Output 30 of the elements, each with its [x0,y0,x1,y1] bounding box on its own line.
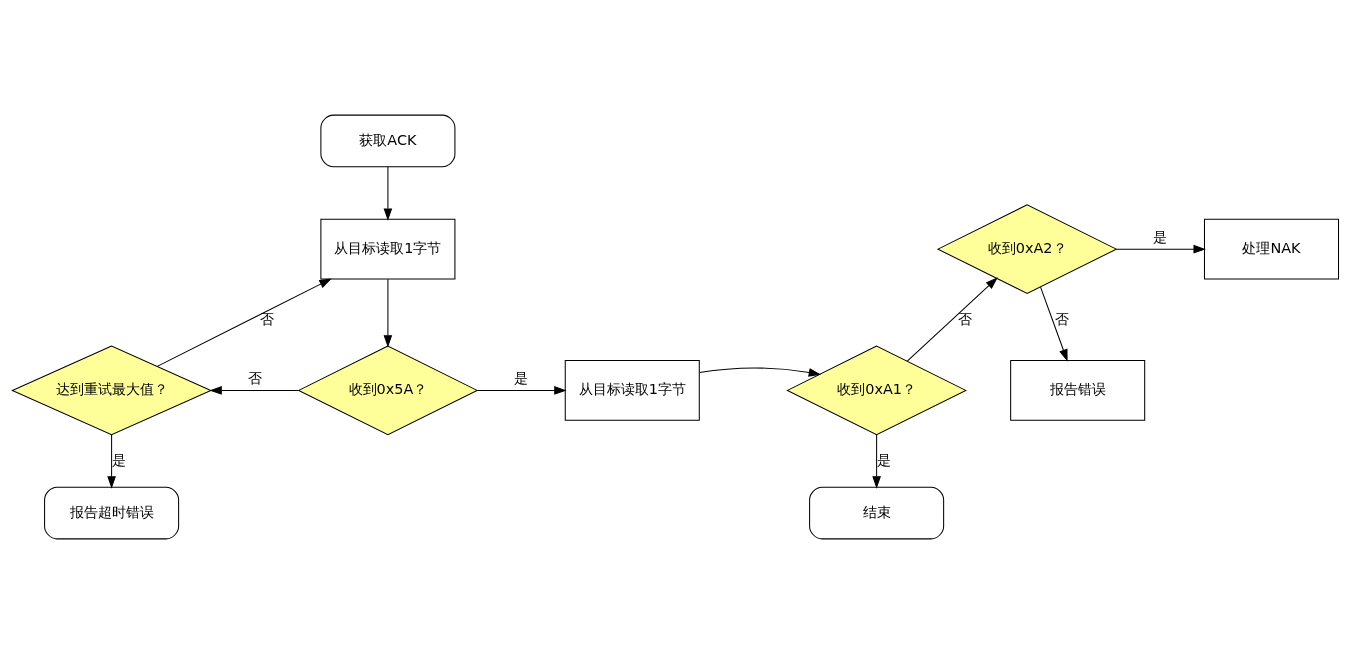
edge-label: 否 [957,310,972,327]
node-diamond: 收到0xA1？ [786,345,967,435]
arrow [107,433,116,489]
node-diamond: 收到0xA2？ [936,203,1118,294]
edge-label: 否 [259,310,274,327]
node-diamond: 收到0x5A？ [297,345,479,435]
edge-label: 是 [1153,228,1168,245]
edge-label: 是 [877,451,892,468]
node-diamond: 达到重试最大值？ [11,345,213,435]
edge-label: 否 [247,369,262,386]
node-box: 处理NAK [1203,218,1340,280]
node-box: 报告超时错误 [44,486,180,539]
arrow [383,278,393,347]
arrow [906,276,998,362]
arrow [1040,286,1068,362]
arrow [383,165,393,221]
node-box: 获取ACK [320,114,456,167]
arrow [699,366,822,377]
arrow [156,278,332,367]
edge-label: 否 [1054,310,1069,327]
node-box: 结束 [809,486,945,539]
edge-label: 是 [112,451,127,468]
node-box: 从目标读取1字节 [564,359,700,421]
arrow [476,385,567,395]
node-box: 报告错误 [1010,359,1146,421]
arrow [209,385,300,395]
edge-label: 是 [514,369,529,386]
arrow [1115,244,1206,253]
arrow [872,433,881,489]
node-box: 从目标读取1字节 [320,218,456,280]
